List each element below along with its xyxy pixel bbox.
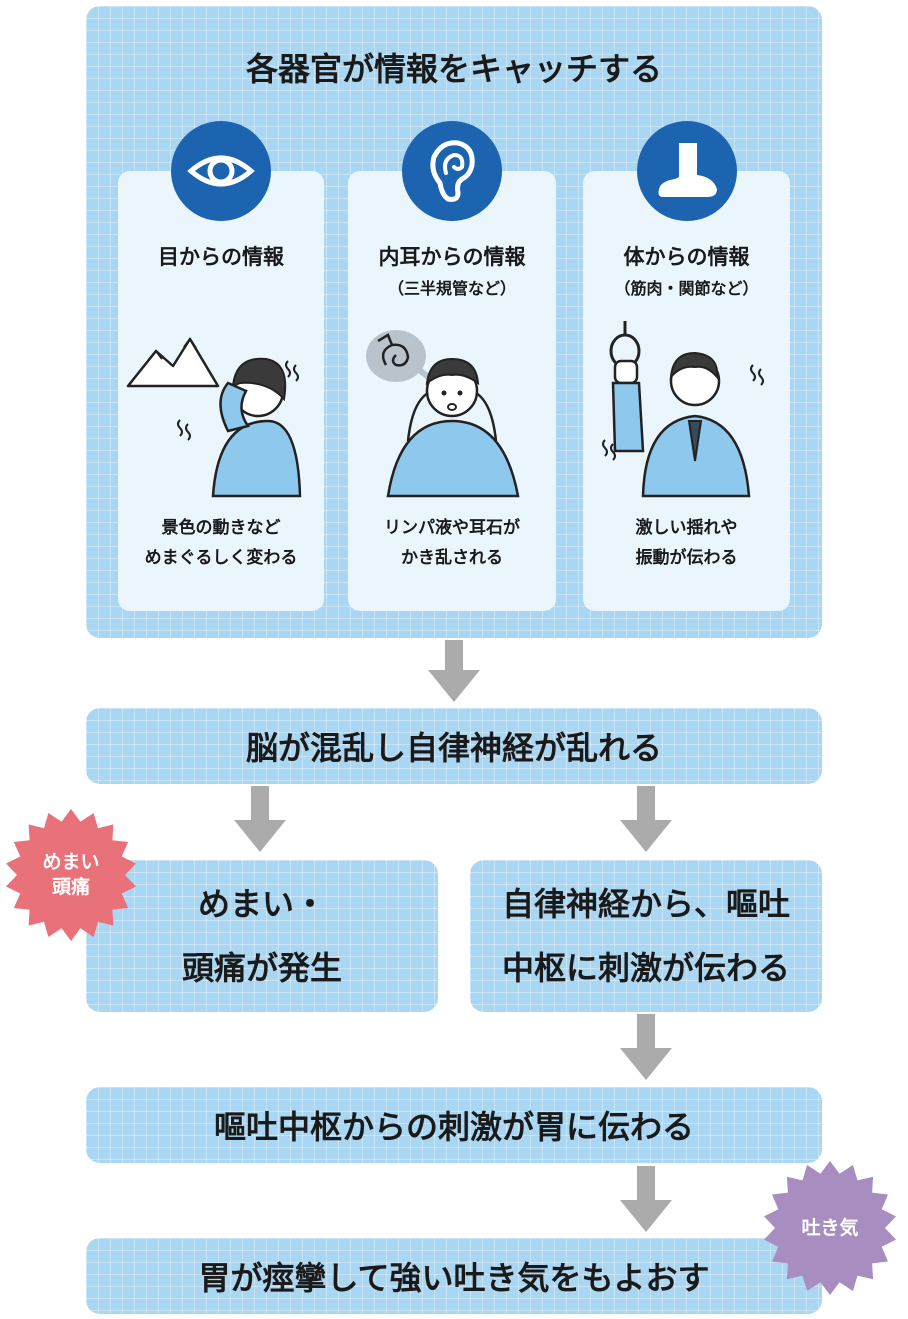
eye-icon <box>171 121 271 221</box>
step-nerve: 自律神経から、嘔吐 中枢に刺激が伝わる <box>470 860 822 1012</box>
arrow-down-icon <box>620 786 672 852</box>
ear-man-illustration <box>348 321 556 501</box>
card-eye: 目からの情報 景色の動きなど めまぐるしく変わる <box>118 121 324 611</box>
step-final: 胃が痙攣して強い吐き気をもよおす <box>86 1238 822 1314</box>
step-dizzy: めまい・ 頭痛が発生 <box>86 860 438 1012</box>
panel-title: 各器官が情報をキャッチする <box>245 50 662 88</box>
card-description: 景色の動きなど めまぐるしく変わる <box>144 518 298 568</box>
dizzy-woman-illustration <box>118 321 324 501</box>
ear-icon <box>402 121 502 221</box>
card-description: 激しい揺れや 振動が伝わる <box>635 518 738 568</box>
card-subtitle: （筋肉・関節など） <box>614 279 759 298</box>
step-stomach: 嘔吐中枢からの刺激が胃に伝わる <box>86 1087 822 1163</box>
nausea-badge-burst <box>764 1161 896 1295</box>
card-title: 体からの情報 <box>623 245 750 269</box>
dizzy-badge-burst <box>6 809 136 941</box>
card-description: リンパ液や耳石が かき乱される <box>384 518 520 568</box>
train-man-illustration <box>583 321 790 501</box>
dizzy-badge-label: めまい 頭痛 <box>42 851 100 898</box>
arrow-down-icon <box>234 786 286 852</box>
foot-icon <box>636 121 737 221</box>
step-brain: 脳が混乱し自律神経が乱れる <box>86 708 822 784</box>
card-body: 体からの情報 （筋肉・関節など） 激しい揺れや 振動が伝わる <box>583 121 790 611</box>
card-title: 目からの情報 <box>158 245 284 269</box>
card-subtitle: （三半規管など） <box>387 279 516 298</box>
card-title: 内耳からの情報 <box>378 245 526 269</box>
nausea-badge-label: 吐き気 <box>801 1216 859 1239</box>
organs-panel: 各器官が情報をキャッチする 目からの情報 景色の動きなど めまぐるし <box>86 6 822 638</box>
arrow-down-icon <box>620 1166 672 1232</box>
arrow-down-icon <box>428 640 480 702</box>
card-ear: 内耳からの情報 （三半規管など） リンパ液や耳石が かき乱される <box>348 121 556 611</box>
arrow-down-icon <box>620 1014 672 1080</box>
